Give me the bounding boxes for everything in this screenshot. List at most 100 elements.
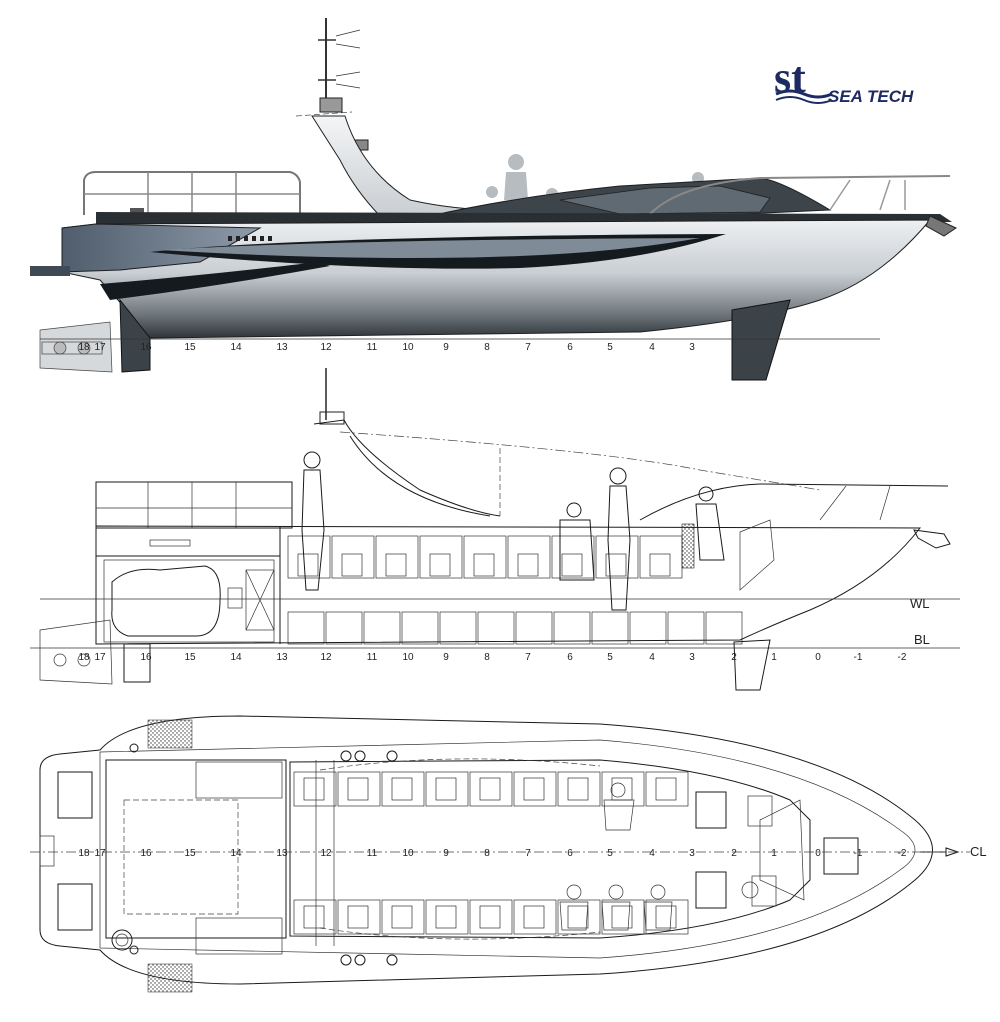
seat: [655, 777, 677, 801]
plan-seats-port: [293, 771, 689, 807]
profile-frame-7: 7: [525, 342, 531, 353]
plan-frame-15: 15: [184, 848, 196, 859]
seat-block: [331, 535, 375, 579]
section-frame-8: 8: [484, 652, 490, 663]
compartment: [515, 611, 553, 645]
seat-pair: [381, 771, 425, 807]
seat-pair: [513, 771, 557, 807]
seat-pair: [337, 899, 381, 935]
section-frame--2: -2: [898, 652, 907, 663]
plan-seats-starboard: [293, 899, 689, 935]
crew-figures: [301, 451, 725, 611]
profile-frame-6: 6: [567, 342, 573, 353]
compartment: [591, 611, 629, 645]
seat: [655, 905, 677, 929]
seat-back: [341, 553, 363, 577]
seat-pair: [293, 771, 337, 807]
seat-pair: [645, 771, 689, 807]
profile-frame-3: 3: [689, 342, 695, 353]
seat: [303, 777, 325, 801]
profile-frame-12: 12: [320, 342, 332, 353]
plan-frame-1: 1: [771, 848, 777, 859]
seat-pair: [293, 899, 337, 935]
plan-frame-3: 3: [689, 848, 695, 859]
section-frame-14: 14: [230, 652, 242, 663]
profile-frame-14: 14: [230, 342, 242, 353]
seat-back: [385, 553, 407, 577]
compartment: [363, 611, 401, 645]
section-frame-3: 3: [689, 652, 695, 663]
logo-mark: st: [774, 53, 806, 102]
seat: [479, 905, 501, 929]
seat-block: [375, 535, 419, 579]
plan-frame-10: 10: [402, 848, 414, 859]
seat-back: [605, 553, 627, 577]
seat-back: [429, 553, 451, 577]
seat: [303, 905, 325, 929]
plan-frame-17: 17: [94, 848, 106, 859]
seat-pair: [557, 899, 601, 935]
seat-block: [287, 535, 331, 579]
plan-frame--1: -1: [854, 848, 863, 859]
seat-pair: [645, 899, 689, 935]
plan-frame-2: 2: [731, 848, 737, 859]
hull-outline: [39, 715, 933, 985]
seat: [523, 777, 545, 801]
seat-pair: [557, 771, 601, 807]
section-frame-11: 11: [367, 652, 378, 663]
seat: [523, 905, 545, 929]
plan-frame-11: 11: [367, 848, 378, 859]
compartment: [477, 611, 515, 645]
seat-block: [419, 535, 463, 579]
seat-pair: [513, 899, 557, 935]
compartment: [667, 611, 705, 645]
compartment: [705, 611, 743, 645]
seat-pair: [601, 771, 645, 807]
seat-block: [639, 535, 683, 579]
section-frame-9: 9: [443, 652, 449, 663]
seat-pair: [337, 771, 381, 807]
lower-compartments: [287, 611, 743, 645]
logo-name: SEA TECH: [828, 87, 914, 106]
profile-frame-5: 5: [607, 342, 613, 353]
compartment: [401, 611, 439, 645]
aft-railing: [83, 171, 301, 215]
profile-frame-8: 8: [484, 342, 490, 353]
section-frame-15: 15: [184, 652, 196, 663]
baseline-label: BL: [914, 632, 930, 647]
section-frame-7: 7: [525, 652, 531, 663]
seat: [391, 905, 413, 929]
seat: [347, 777, 369, 801]
plan-frame-0: 0: [815, 848, 821, 859]
plan-frame-18: 18: [78, 848, 90, 859]
seat-pair: [601, 899, 645, 935]
section-frame-18: 18: [78, 652, 90, 663]
seat-pair: [469, 899, 513, 935]
seat: [611, 905, 633, 929]
plan-frame-4: 4: [649, 848, 655, 859]
centerline-label: CL: [970, 844, 987, 859]
profile-frame-15: 15: [184, 342, 196, 353]
section-frame-12: 12: [320, 652, 332, 663]
profile-frame-10: 10: [402, 342, 414, 353]
seat: [567, 905, 589, 929]
compartment: [553, 611, 591, 645]
portholes: [228, 236, 272, 241]
seat-pair: [469, 771, 513, 807]
plan-frame-9: 9: [443, 848, 449, 859]
plan-frame-12: 12: [320, 848, 332, 859]
seat-pair: [425, 771, 469, 807]
compartment: [439, 611, 477, 645]
sea-tech-logo: st SEA TECH: [773, 53, 914, 106]
seat-pair: [425, 899, 469, 935]
section-frame-2: 2: [731, 652, 737, 663]
seat-pair: [381, 899, 425, 935]
seat: [479, 777, 501, 801]
engine-room: [103, 559, 275, 643]
